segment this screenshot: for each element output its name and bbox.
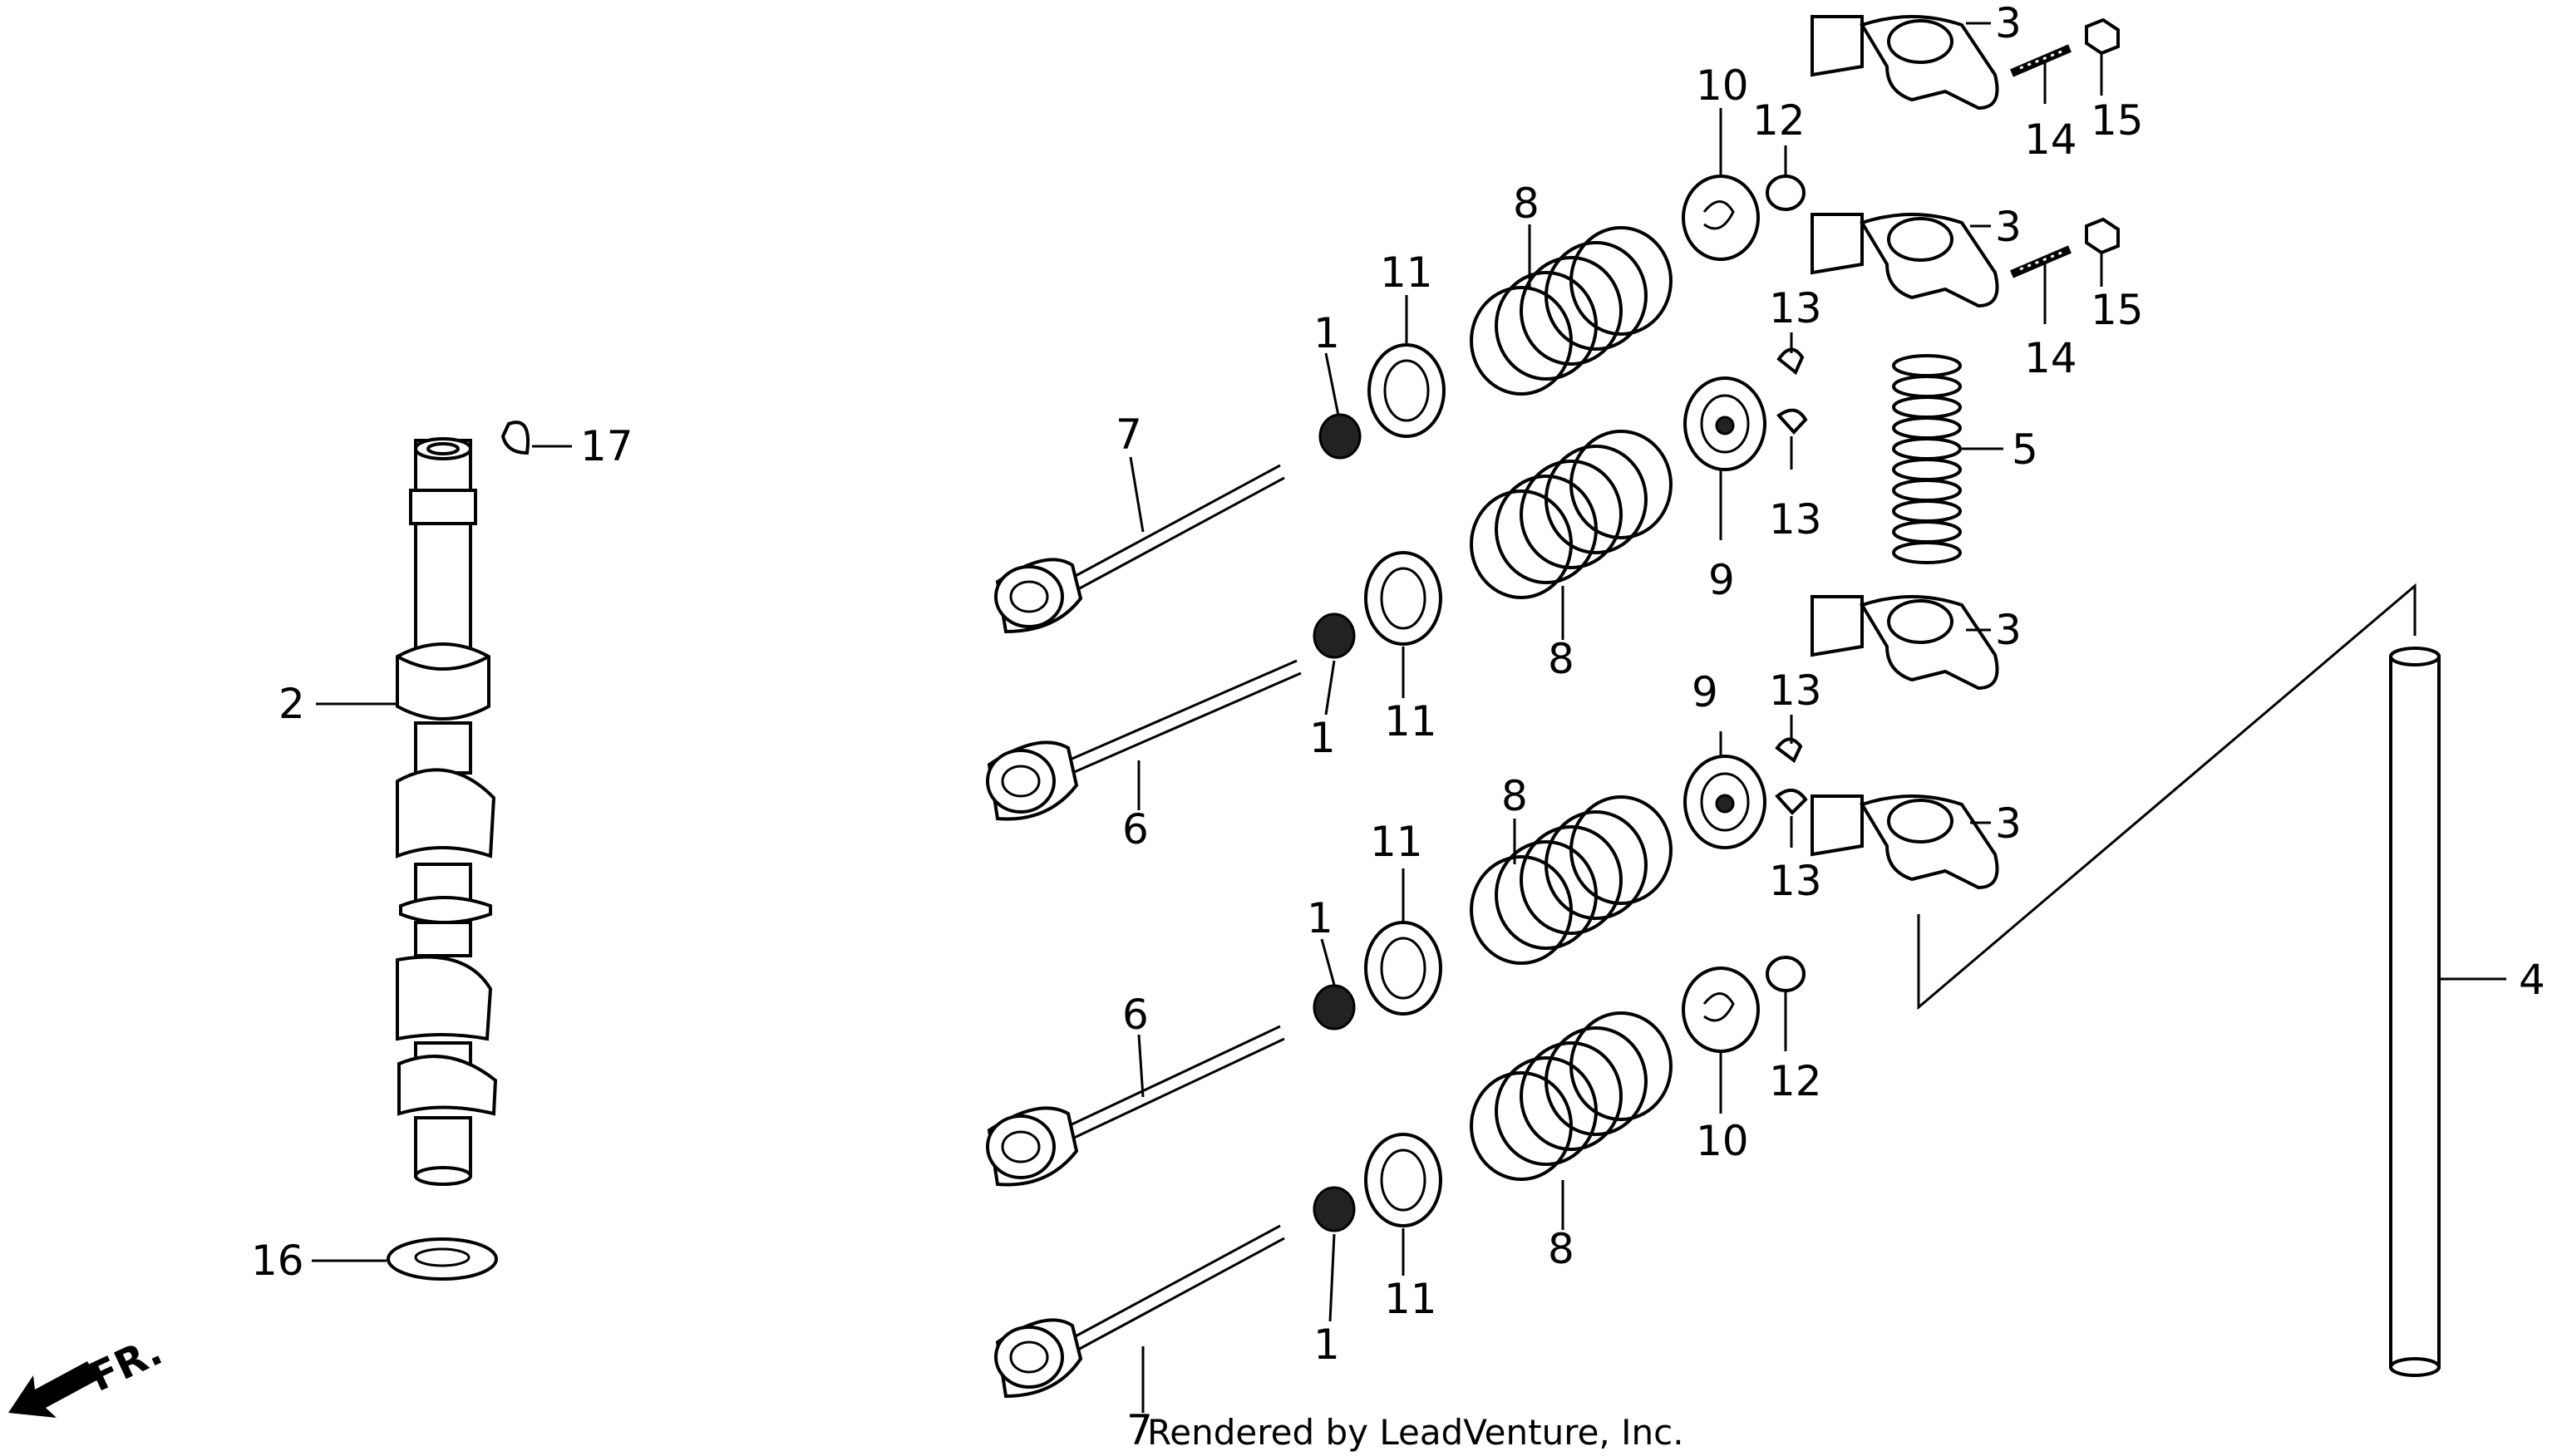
front-direction-arrow: FR.	[8, 1328, 170, 1418]
label-1-d: 1	[1313, 1321, 1340, 1369]
label-11-c: 11	[1370, 818, 1423, 866]
label-13-a: 13	[1769, 284, 1822, 332]
label-15-top: 15	[2091, 96, 2144, 145]
stem-seal-1[interactable]	[1318, 413, 1362, 460]
label-9-lower: 9	[1692, 668, 1718, 716]
stem-seal-4[interactable]	[1313, 1186, 1356, 1232]
stem-seal-3[interactable]	[1313, 984, 1356, 1031]
label-1-c: 1	[1307, 894, 1333, 942]
label-12-bottom: 12	[1769, 1057, 1822, 1105]
woodruff-key[interactable]	[500, 421, 530, 455]
valve-cap-top[interactable]	[1766, 175, 1806, 211]
label-8-c: 8	[1501, 772, 1528, 820]
valve-intake-upper[interactable]	[986, 659, 1302, 821]
valve-exhaust-top[interactable]	[994, 464, 1285, 634]
front-arrow-icon	[8, 1361, 98, 1418]
label-10-bottom: 10	[1696, 1117, 1749, 1165]
label-16: 16	[251, 1237, 304, 1285]
label-11-b: 11	[1384, 697, 1437, 745]
label-2: 2	[278, 680, 305, 728]
label-4: 4	[2519, 956, 2545, 1004]
label-13-b: 13	[1769, 495, 1822, 544]
label-13-c: 13	[1769, 667, 1822, 715]
lock-nut-top[interactable]	[2085, 17, 2120, 56]
valve-spring-3[interactable]	[1470, 795, 1673, 965]
assembly-bracket	[1917, 583, 2417, 1011]
valve-exhaust-bottom[interactable]	[994, 1224, 1285, 1399]
label-3-b: 3	[1995, 203, 2022, 251]
label-14-bottom: 14	[2024, 334, 2077, 382]
label-10-top: 10	[1696, 61, 1749, 110]
valve-intake-lower[interactable]	[986, 1025, 1285, 1187]
label-6-upper: 6	[1122, 805, 1149, 853]
cotter-3[interactable]	[1775, 737, 1803, 764]
label-8-a: 8	[1513, 180, 1540, 228]
valve-spring-2[interactable]	[1470, 430, 1673, 599]
rocker-arm-4[interactable]	[1811, 794, 1999, 890]
label-7-bottom: 7	[1126, 1406, 1153, 1454]
label-7-top: 7	[1116, 411, 1142, 459]
valve-spring-4[interactable]	[1470, 1011, 1673, 1181]
label-12-top: 12	[1752, 96, 1806, 145]
label-3-c: 3	[1995, 606, 2022, 654]
push-rod[interactable]	[2389, 647, 2441, 1377]
thrust-washer[interactable]	[387, 1237, 498, 1281]
label-8-d: 8	[1548, 1225, 1574, 1273]
label-17: 17	[580, 422, 633, 470]
label-3-a: 3	[1995, 0, 2022, 47]
leader-lines	[312, 22, 2506, 1413]
rocker-arm-3[interactable]	[1811, 595, 1999, 691]
valve-spring-1[interactable]	[1470, 226, 1673, 396]
spring-retainer-10-top[interactable]	[1682, 175, 1760, 261]
spring-seat-1[interactable]	[1367, 343, 1446, 438]
adjusting-screw-top[interactable]	[2010, 44, 2072, 77]
spring-retainer-10-bottom[interactable]	[1682, 967, 1760, 1053]
adjusting-screw-bottom[interactable]	[2010, 245, 2072, 278]
spring-seat-3[interactable]	[1364, 921, 1442, 1016]
stem-seal-2[interactable]	[1313, 612, 1356, 659]
spring-retainer-9-upper[interactable]	[1683, 376, 1766, 471]
callout-labels: 2 17 16 7 6 6 7 1 1 1 1 11 11 11 11 8 8 …	[251, 0, 2545, 1454]
camshaft[interactable]	[396, 437, 498, 1186]
label-14-top: 14	[2024, 116, 2077, 164]
credit-text: Rendered by LeadVenture, Inc.	[1147, 1412, 1684, 1453]
spring-seat-2[interactable]	[1364, 551, 1442, 646]
label-8-b: 8	[1548, 635, 1574, 683]
label-3-d: 3	[1995, 799, 2022, 848]
label-15-bottom: 15	[2091, 286, 2144, 334]
label-1-a: 1	[1313, 309, 1340, 357]
label-1-b: 1	[1309, 714, 1336, 762]
lock-nut-bottom[interactable]	[2085, 217, 2120, 255]
rocker-arm-1[interactable]	[1811, 15, 1999, 111]
label-5: 5	[2012, 425, 2038, 474]
cotter-4[interactable]	[1775, 789, 1808, 815]
valve-cap-bottom[interactable]	[1766, 956, 1806, 992]
cotter-1[interactable]	[1776, 347, 1805, 376]
spring-retainer-9-lower[interactable]	[1683, 755, 1766, 849]
rocker-spring[interactable]	[1892, 354, 1962, 564]
spring-seat-4[interactable]	[1364, 1133, 1442, 1227]
label-6-lower: 6	[1122, 991, 1149, 1039]
label-11-d: 11	[1384, 1275, 1437, 1323]
front-arrow-label: FR.	[82, 1328, 169, 1401]
label-9-upper: 9	[1708, 556, 1735, 604]
label-13-d: 13	[1769, 857, 1822, 905]
label-11-a: 11	[1380, 248, 1433, 297]
rocker-arm-2[interactable]	[1811, 213, 1999, 308]
cotter-2[interactable]	[1776, 408, 1808, 435]
